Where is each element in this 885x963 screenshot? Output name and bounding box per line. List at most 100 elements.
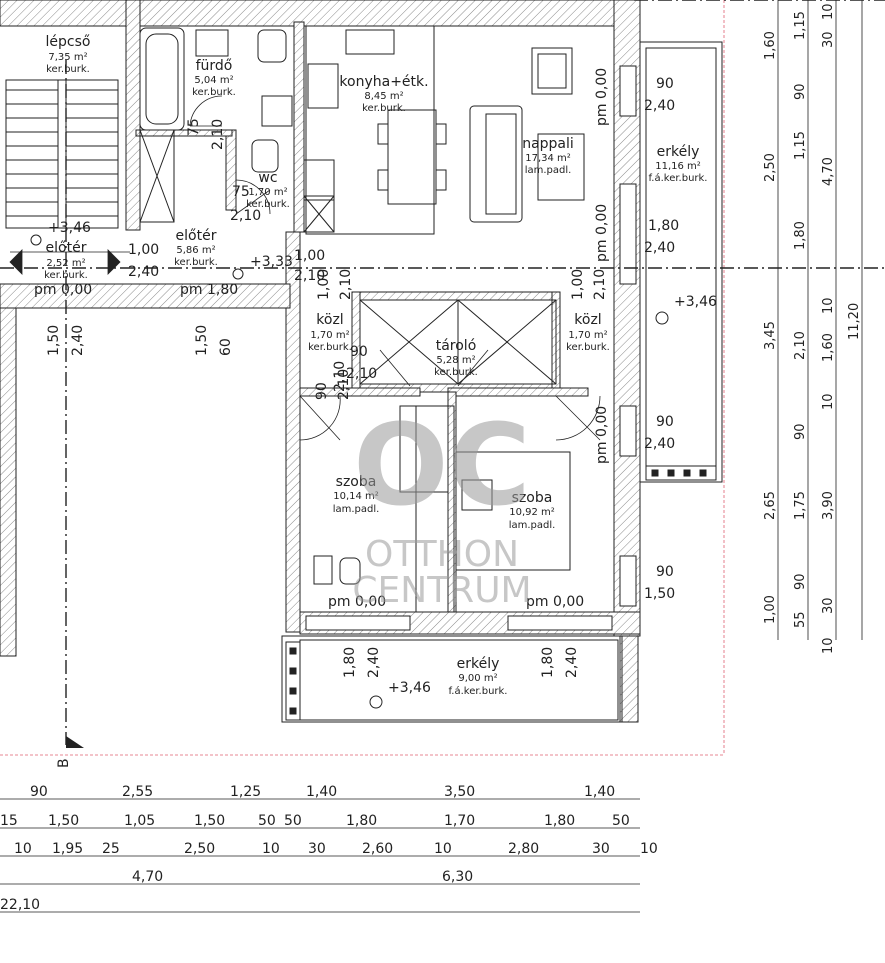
dim-label: 50 bbox=[284, 813, 302, 829]
room-floor: ker.burk. bbox=[246, 199, 290, 210]
dim-label: 2,10 bbox=[793, 331, 808, 360]
dim-label: 30 bbox=[592, 841, 610, 857]
room-floor: f.á.ker.burk. bbox=[648, 172, 707, 184]
opening-label: 2,10 bbox=[210, 119, 226, 150]
right-dimension-lines bbox=[777, 0, 863, 640]
pm-label: pm 0,00 bbox=[526, 594, 584, 610]
room-floor: ker.burk. bbox=[174, 257, 218, 268]
room-floor: ker.burk. bbox=[362, 103, 406, 114]
pm-vertical: pm 0,00 bbox=[594, 68, 610, 126]
room-area: 11,16 m² bbox=[655, 161, 701, 172]
elevation-symbols bbox=[30, 234, 669, 709]
section-letter: B bbox=[56, 758, 72, 768]
opening-label: 1,50 bbox=[194, 325, 210, 356]
pm-label: pm 0,00 bbox=[328, 594, 386, 610]
room-area: 1,70 m² bbox=[310, 330, 349, 341]
opening-label: 1,80 bbox=[540, 647, 556, 678]
room-floor: f.á.ker.burk. bbox=[448, 685, 507, 697]
dim-label: 1,50 bbox=[194, 813, 225, 829]
elevation-label: +3,46 bbox=[388, 680, 431, 696]
room-floor: ker.burk. bbox=[192, 87, 236, 98]
opening-label: 1,80 bbox=[342, 647, 358, 678]
stairs bbox=[5, 79, 119, 229]
dim-label: 30 bbox=[308, 841, 326, 857]
dim-label: 1,50 bbox=[48, 813, 79, 829]
dim-label: 11,20 bbox=[847, 303, 862, 340]
opening-label: 1,50 bbox=[644, 586, 675, 602]
dim-label: 4,70 bbox=[132, 869, 163, 885]
dim-label: 1,40 bbox=[306, 784, 337, 800]
elevation-label: +3,46 bbox=[48, 220, 91, 236]
dim-label: 1,75 bbox=[793, 491, 808, 520]
pm-vertical: pm 0,00 bbox=[594, 204, 610, 262]
dim-label: 50 bbox=[258, 813, 276, 829]
dim-label: 1,15 bbox=[793, 11, 808, 40]
room-name: lépcső bbox=[46, 34, 91, 50]
room-floor: lam.padl. bbox=[333, 504, 380, 515]
room-name: erkély bbox=[657, 144, 700, 160]
room-name: előtér bbox=[46, 240, 87, 256]
opening-label: 1,50 bbox=[46, 325, 62, 356]
watermark-line1: OTTHON bbox=[365, 534, 519, 575]
dim-label: 15 bbox=[0, 813, 18, 829]
dim-label: 90 bbox=[793, 423, 808, 440]
dim-label: 10 bbox=[821, 637, 836, 654]
dim-label: 10 bbox=[821, 3, 836, 20]
opening-label: 90 bbox=[314, 382, 330, 400]
opening-label: 2,40 bbox=[128, 264, 159, 280]
room-name: konyha+étk. bbox=[339, 74, 428, 90]
axis-lines bbox=[0, 0, 885, 745]
opening-labels: 90 2,40 1,80 2,40 90 2,40 90 1,50 1,00 2… bbox=[46, 76, 679, 678]
dim-label: 10 bbox=[821, 393, 836, 410]
dim-label: 3,50 bbox=[444, 784, 475, 800]
opening-label: 1,00 bbox=[128, 242, 159, 258]
pm-vertical: pm 0,00 bbox=[594, 406, 610, 464]
dim-label: 1,40 bbox=[584, 784, 615, 800]
dim-label: 90 bbox=[30, 784, 48, 800]
dim-label: 1,00 bbox=[763, 595, 778, 624]
opening-label: 90 bbox=[656, 76, 674, 92]
windows bbox=[305, 65, 637, 631]
dim-label: 2,65 bbox=[763, 491, 778, 520]
opening-label: 2,10 bbox=[338, 269, 354, 300]
dim-label: 1,80 bbox=[346, 813, 377, 829]
dim-label: 10 bbox=[14, 841, 32, 857]
plot-boundary bbox=[0, 0, 725, 756]
watermark-logo: OC bbox=[353, 401, 530, 531]
dim-label: 2,50 bbox=[763, 153, 778, 182]
opening-label: 2,10 bbox=[294, 268, 325, 284]
railing-posts bbox=[285, 465, 717, 721]
dim-label: 10 bbox=[262, 841, 280, 857]
dim-label: 90 bbox=[793, 83, 808, 100]
watermark-line2: CENTRUM bbox=[352, 570, 531, 611]
dim-label: 1,70 bbox=[444, 813, 475, 829]
dim-label: 10 bbox=[640, 841, 658, 857]
room-area: 5,28 m² bbox=[436, 355, 475, 366]
dim-label: 30 bbox=[821, 597, 836, 614]
dim-label: 1,60 bbox=[821, 333, 836, 362]
elevation-label: +3,33 bbox=[250, 254, 293, 270]
room-floor: lam.padl. bbox=[509, 520, 556, 531]
dim-label: 2,55 bbox=[122, 784, 153, 800]
opening-label: 90 bbox=[350, 344, 368, 360]
level-marks: pm 0,00 pm 1,80 pm 0,00 pm 0,00 pm 0,00 … bbox=[34, 68, 717, 696]
opening-label: 1,80 bbox=[648, 218, 679, 234]
section-marker: B bbox=[56, 736, 84, 768]
opening-label: 2,10 bbox=[336, 369, 352, 400]
room-name: erkély bbox=[457, 656, 500, 672]
dim-label: 6,30 bbox=[442, 869, 473, 885]
dim-label: 1,80 bbox=[544, 813, 575, 829]
right-dimension-labels: 1,60 2,50 3,45 2,65 1,00 1,15 90 1,15 1,… bbox=[763, 3, 862, 654]
dim-label: 2,50 bbox=[184, 841, 215, 857]
opening-label: 2,10 bbox=[230, 208, 261, 224]
opening-label: 75 bbox=[232, 184, 250, 200]
dim-label: 1,05 bbox=[124, 813, 155, 829]
room-area: 9,00 m² bbox=[458, 673, 497, 684]
room-floor: ker.burk. bbox=[434, 367, 478, 378]
room-area: 10,92 m² bbox=[509, 507, 555, 518]
opening-label: 2,40 bbox=[644, 240, 675, 256]
room-floor: lam.padl. bbox=[525, 165, 572, 176]
dim-label: 90 bbox=[793, 573, 808, 590]
room-name: közl bbox=[574, 312, 601, 328]
opening-label: 1,00 bbox=[570, 269, 586, 300]
